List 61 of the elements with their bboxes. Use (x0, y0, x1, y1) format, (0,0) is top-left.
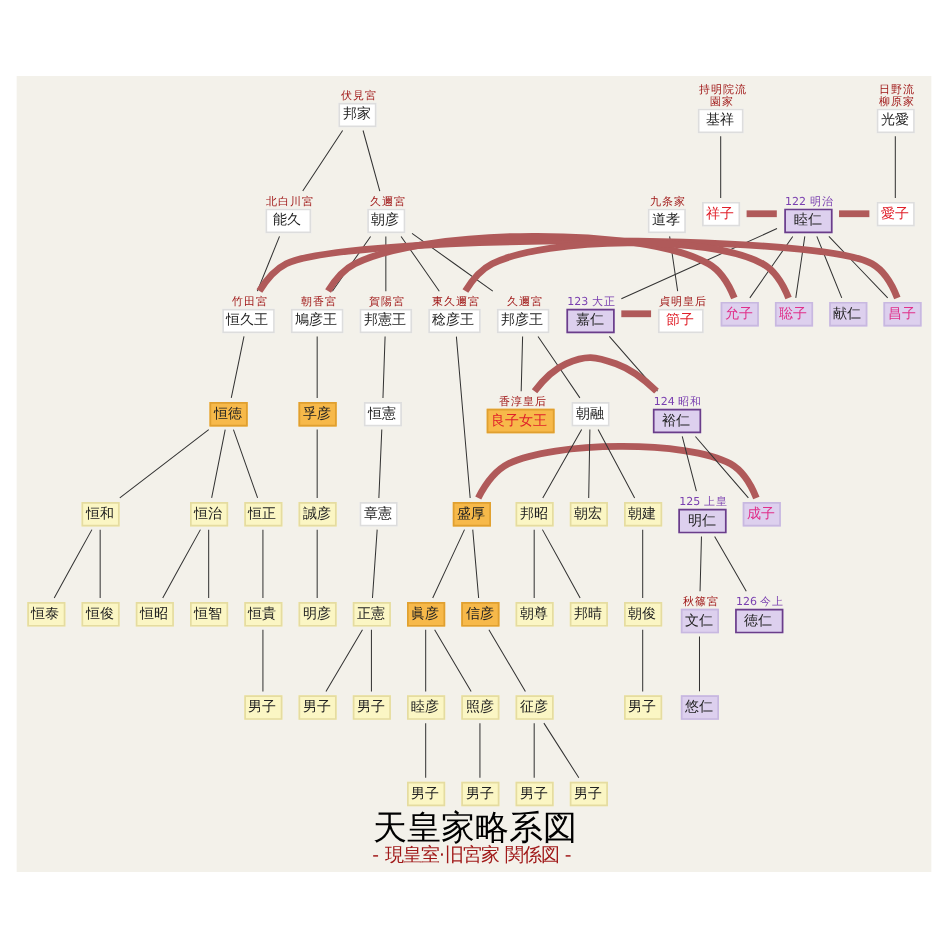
connector (162, 529, 201, 599)
connector (520, 335, 524, 392)
connector (462, 239, 792, 300)
connector (400, 235, 440, 292)
connector (894, 135, 896, 199)
connector (370, 629, 372, 692)
connector (371, 529, 378, 599)
connector (816, 235, 843, 299)
connector (256, 235, 280, 292)
connector (795, 235, 806, 299)
connector (378, 429, 383, 499)
connector (262, 529, 264, 599)
connector (533, 722, 535, 779)
connector (432, 529, 465, 599)
connector (531, 354, 659, 394)
connector (828, 235, 889, 299)
connector (316, 529, 318, 599)
connector (543, 722, 580, 779)
connector (479, 722, 481, 779)
connector (541, 529, 581, 599)
connector (316, 335, 318, 399)
connector (475, 443, 760, 500)
connector (472, 529, 480, 599)
connector (425, 722, 427, 779)
connector (699, 635, 700, 692)
connector (839, 210, 870, 218)
connector (411, 232, 494, 292)
connector (642, 529, 644, 599)
connector (325, 629, 363, 692)
connector (537, 335, 581, 399)
connector (749, 235, 794, 299)
connector (362, 130, 381, 192)
connector (119, 429, 210, 499)
connector (99, 529, 101, 599)
connector (302, 130, 344, 192)
connector (714, 536, 747, 592)
connector (694, 435, 749, 499)
connector (597, 429, 636, 499)
connector (262, 629, 264, 692)
connector (542, 429, 583, 499)
connector (232, 429, 259, 499)
connector (208, 529, 210, 599)
diagram-title: 天皇家略系図 (372, 806, 577, 847)
connector (746, 210, 777, 218)
connector (455, 336, 471, 499)
connector (230, 335, 245, 399)
connector (699, 536, 702, 592)
connector (434, 629, 472, 692)
connector (425, 629, 427, 692)
connector (533, 529, 535, 599)
connector (211, 429, 226, 499)
connector (681, 435, 697, 492)
connector (53, 529, 93, 599)
caption: - 現皇室·旧宮家 関係図 - (372, 844, 572, 867)
connector (588, 429, 591, 499)
connector (488, 629, 526, 692)
connector (621, 310, 652, 318)
connector (642, 629, 644, 692)
connector (720, 135, 722, 199)
connector (316, 429, 318, 499)
connector (382, 335, 386, 399)
